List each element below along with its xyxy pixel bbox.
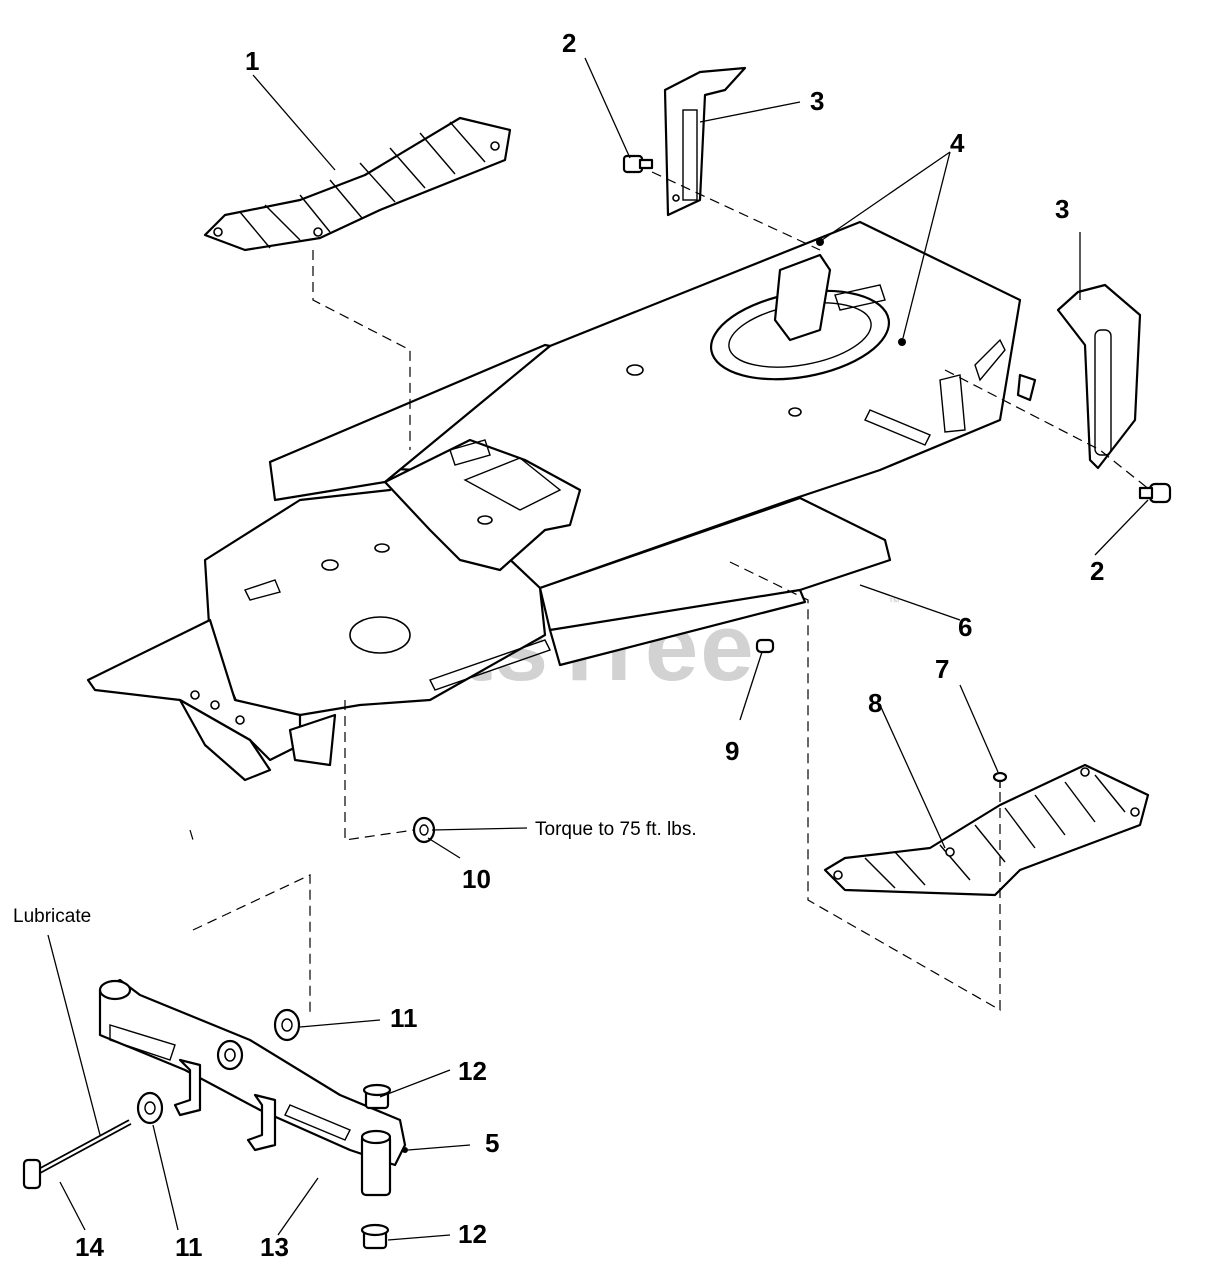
callout-5: 5 — [485, 1128, 499, 1158]
bushing-12-upper[interactable] — [362, 1083, 392, 1110]
notes: Torque to 75 ft. lbs. Lubricate — [13, 819, 697, 927]
callout-9: 9 — [725, 736, 739, 766]
callout-11-lower: 11 — [175, 1232, 203, 1262]
bracket-right[interactable] — [1056, 283, 1142, 470]
leader-lines — [47, 57, 1149, 1241]
callout-2-upper: 2 — [562, 28, 576, 58]
front-axle[interactable] — [98, 978, 408, 1197]
callout-12-lower: 12 — [458, 1219, 487, 1249]
callout-6: 6 — [958, 612, 972, 642]
washer-11-lower[interactable] — [136, 1091, 164, 1125]
callout-1: 1 — [245, 46, 259, 76]
screw-7[interactable] — [992, 771, 1008, 788]
bushing-12-lower[interactable] — [360, 1223, 390, 1250]
fastener-4b — [898, 338, 906, 346]
nut-10[interactable] — [412, 816, 436, 844]
main-frame[interactable] — [86, 220, 1037, 782]
callout-2-right: 2 — [1090, 556, 1104, 586]
callout-7: 7 — [935, 654, 949, 684]
bolt-upper[interactable] — [622, 154, 654, 174]
torque-note: Torque to 75 ft. lbs. — [535, 819, 697, 840]
bolt-right[interactable] — [1138, 482, 1172, 504]
footrest-right[interactable] — [823, 763, 1150, 897]
assembly-lines — [189, 171, 1151, 1015]
pivot-pin-14[interactable] — [22, 1119, 132, 1190]
lubricate-note: Lubricate — [13, 906, 91, 927]
callout-14: 14 — [75, 1232, 104, 1262]
callout-12-upper: 12 — [458, 1056, 487, 1086]
callout-8: 8 — [868, 688, 882, 718]
callout-10: 10 — [462, 864, 491, 894]
callout-13: 13 — [260, 1232, 289, 1262]
callout-3-upper: 3 — [810, 86, 824, 116]
callout-labels: 1 2 3 4 3 2 6 7 8 9 10 11 12 5 12 14 11 … — [75, 28, 1104, 1262]
callout-11-upper: 11 — [390, 1003, 418, 1033]
callout-3-right: 3 — [1055, 194, 1069, 224]
plug-9[interactable] — [755, 638, 775, 654]
washer-11-upper[interactable] — [273, 1008, 301, 1042]
footrest-left[interactable] — [203, 116, 512, 252]
callout-4: 4 — [950, 128, 965, 158]
bracket-upper[interactable] — [663, 66, 747, 217]
